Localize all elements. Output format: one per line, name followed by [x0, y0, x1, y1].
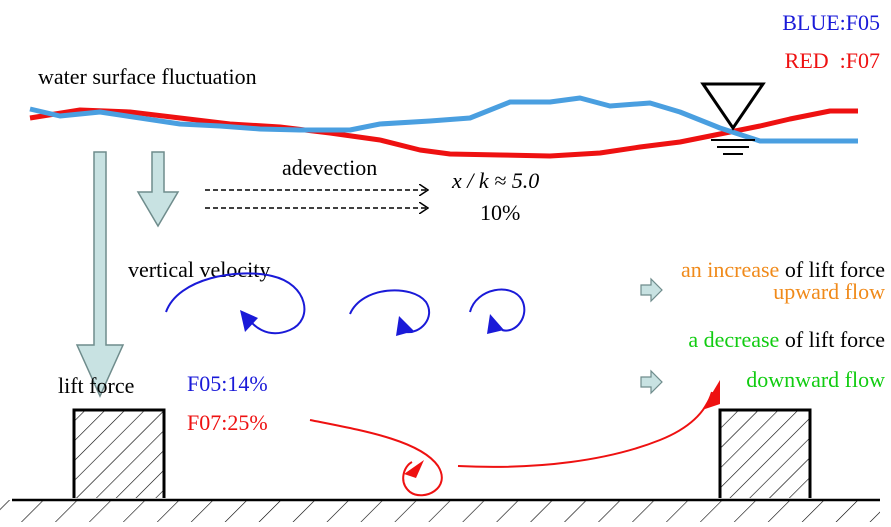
- small-down-arrow-icon: [136, 151, 180, 228]
- water-surface-label: water surface fluctuation: [38, 64, 257, 89]
- advection-label: adevection: [282, 155, 377, 180]
- increase-highlight: an increase: [681, 257, 779, 282]
- right-obstacle-block: [718, 408, 812, 498]
- eddy-3: [469, 288, 526, 334]
- f07-percent-label: F07:25%: [187, 410, 268, 435]
- decrease-highlight: a decrease: [688, 327, 779, 352]
- red-surface-line: [29, 107, 858, 159]
- eddy-1: [165, 272, 306, 335]
- eddy-2: [349, 289, 431, 336]
- decrease-rest: of lift force: [779, 327, 885, 352]
- increase-rest: of lift force: [779, 257, 885, 282]
- decrease-statement: a decrease of lift force: [688, 327, 885, 352]
- blue-surface-line: [29, 95, 858, 144]
- red-flow-trajectory: [309, 380, 720, 497]
- water-level-icon: [700, 82, 766, 155]
- left-obstacle-block: [72, 408, 166, 498]
- legend-red-label: RED :F07: [785, 48, 880, 73]
- lift-force-label: lift force: [58, 373, 134, 398]
- legend-blue-label: BLUE:F05: [782, 10, 880, 35]
- right-arrow-icon-upward: [640, 277, 663, 303]
- ratio-percent: 10%: [480, 200, 520, 225]
- upward-flow-label: upward flow: [773, 279, 885, 304]
- ratio-formula: x / k ≈ 5.0: [451, 168, 539, 193]
- f05-percent-label: F05:14%: [187, 371, 268, 396]
- downward-flow-label: downward flow: [746, 367, 885, 392]
- right-arrow-icon-downward: [640, 369, 663, 395]
- increase-statement: an increase of lift force: [681, 257, 885, 282]
- vertical-velocity-label: vertical velocity: [128, 257, 270, 282]
- ground: [0, 498, 880, 522]
- large-down-arrow-icon: [75, 151, 125, 398]
